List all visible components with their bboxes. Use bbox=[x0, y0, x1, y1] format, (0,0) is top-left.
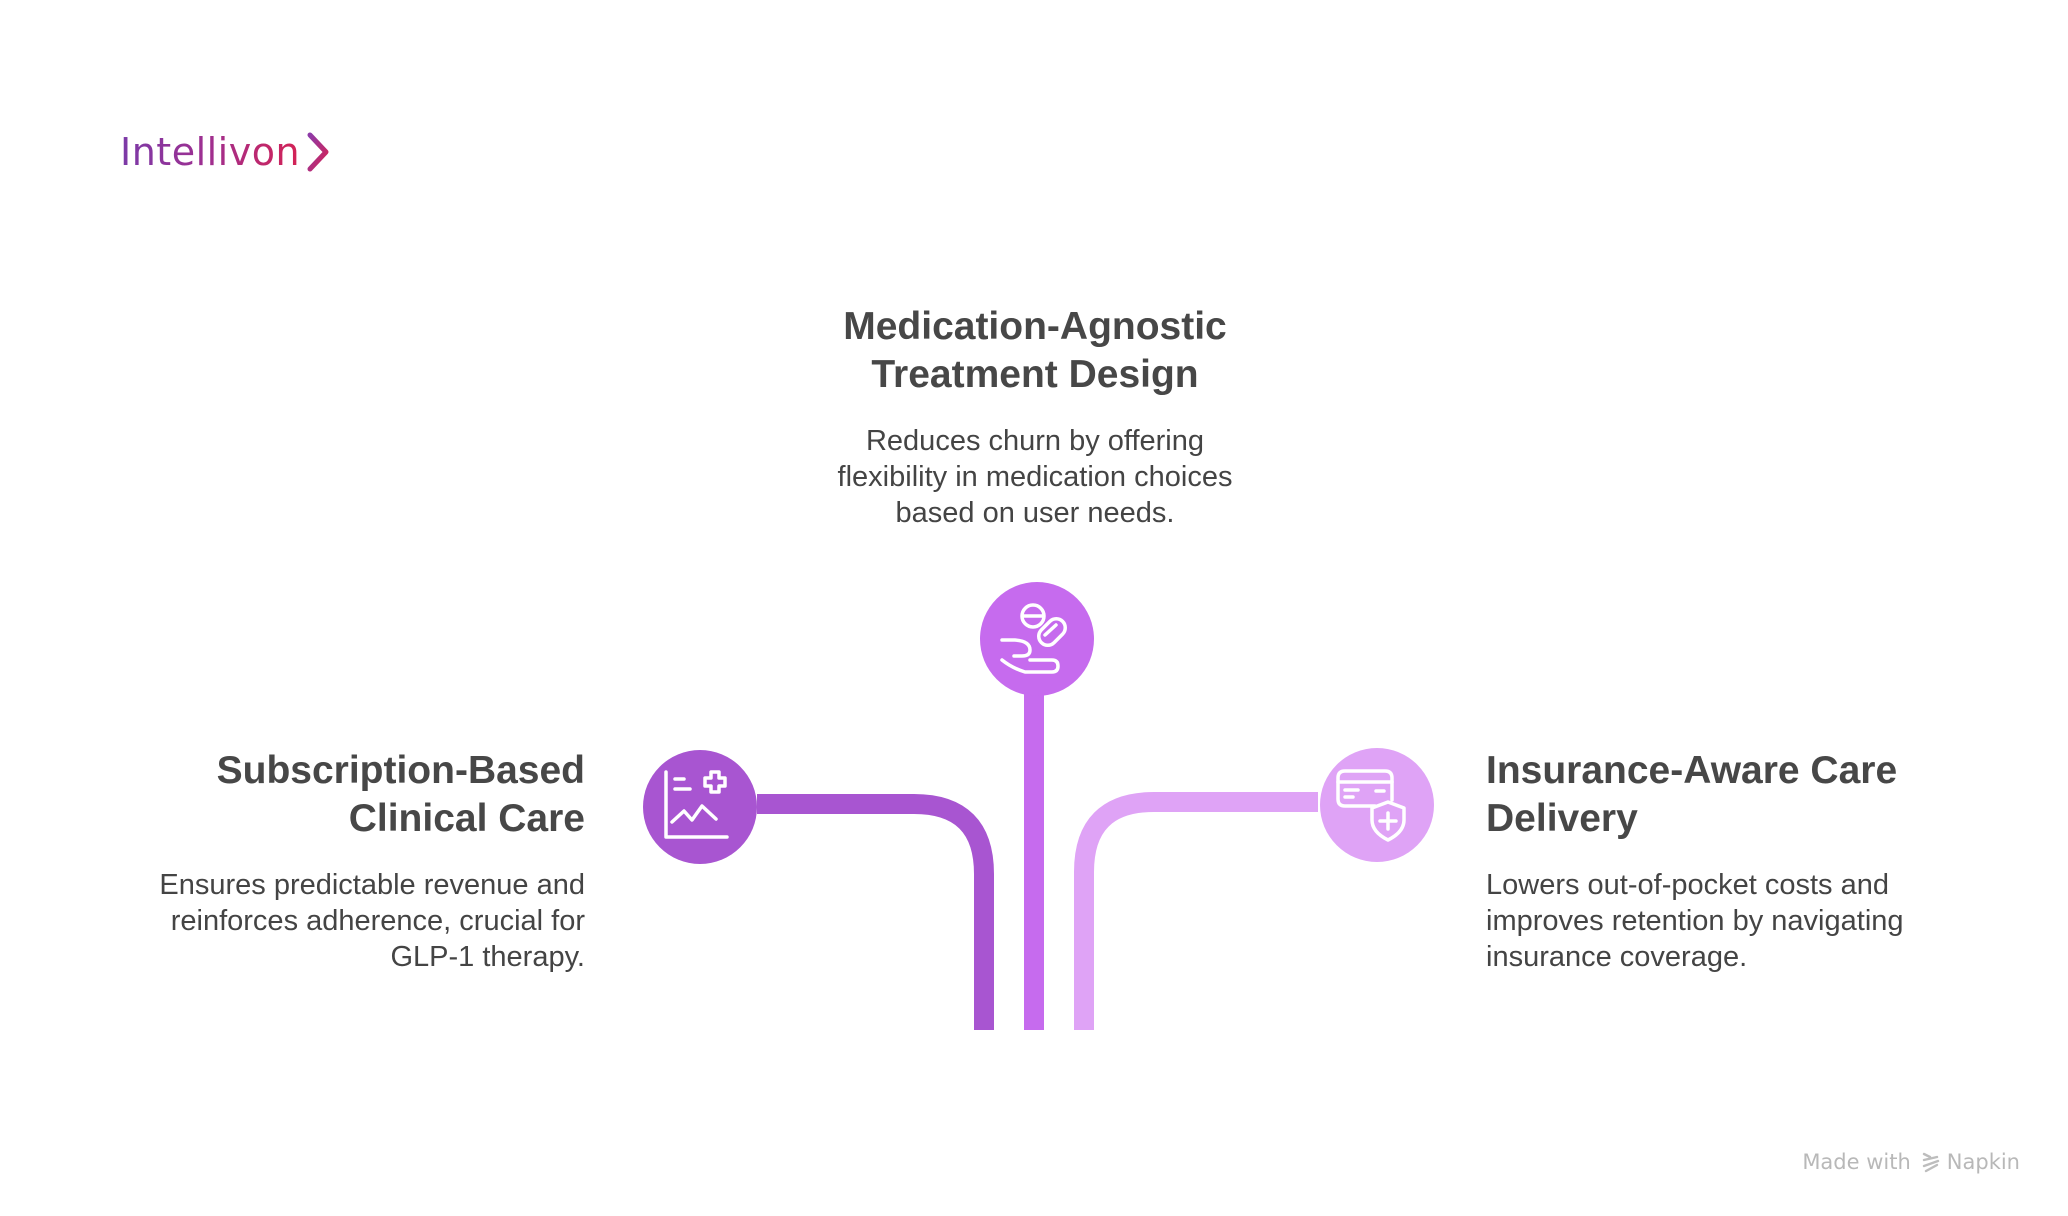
item-right-description: Lowers out-of-pocket costs and improves … bbox=[1486, 867, 1986, 975]
made-with-label: Made with bbox=[1802, 1150, 1911, 1174]
item-center-title: Medication-Agnostic Treatment Design bbox=[780, 303, 1290, 399]
title-line: Insurance-Aware Care bbox=[1486, 749, 1898, 792]
item-left-title: Subscription-Based Clinical Care bbox=[100, 747, 585, 843]
title-line: Treatment Design bbox=[871, 353, 1199, 396]
item-center-text: Medication-Agnostic Treatment Design Red… bbox=[780, 303, 1290, 531]
chevron-right-icon bbox=[307, 132, 329, 172]
description-line: GLP-1 therapy. bbox=[390, 941, 585, 973]
description-line: flexibility in medication choices bbox=[837, 461, 1233, 493]
right-connector-pipe bbox=[1074, 792, 1318, 1030]
description-line: reinforces adherence, crucial for bbox=[170, 905, 585, 937]
title-line: Medication-Agnostic bbox=[843, 305, 1227, 348]
napkin-logo-icon bbox=[1922, 1152, 1939, 1173]
brand-logo-text: Intellivon bbox=[120, 130, 301, 174]
description-line: insurance coverage. bbox=[1486, 941, 1748, 973]
item-right-text: Insurance-Aware Care Delivery Lowers out… bbox=[1486, 747, 1986, 975]
description-line: Lowers out-of-pocket costs and bbox=[1486, 869, 1889, 901]
description-line: based on user needs. bbox=[895, 497, 1175, 529]
center-connector-pipe bbox=[1024, 690, 1044, 1030]
brand-logo: Intellivon bbox=[120, 124, 332, 180]
description-line: Reduces churn by offering bbox=[865, 425, 1204, 457]
description-line: improves retention by navigating bbox=[1486, 905, 1904, 937]
title-line: Clinical Care bbox=[348, 797, 585, 840]
card-shield-icon bbox=[1320, 748, 1434, 862]
left-connector-pipe bbox=[757, 794, 994, 1030]
item-left-text: Subscription-Based Clinical Care Ensures… bbox=[100, 747, 585, 975]
napkin-brand-label: Napkin bbox=[1946, 1150, 2020, 1174]
made-with-napkin-footer[interactable]: Made with Napkin bbox=[1802, 1150, 2020, 1174]
title-line: Subscription-Based bbox=[216, 749, 585, 792]
item-center-description: Reduces churn by offering flexibility in… bbox=[780, 423, 1290, 531]
chart-medical-cross-icon bbox=[643, 750, 757, 864]
item-left-description: Ensures predictable revenue and reinforc… bbox=[100, 867, 585, 975]
title-line: Delivery bbox=[1486, 797, 1638, 840]
hand-pills-icon bbox=[980, 582, 1094, 696]
item-right-title: Insurance-Aware Care Delivery bbox=[1486, 747, 1986, 843]
description-line: Ensures predictable revenue and bbox=[159, 869, 585, 901]
